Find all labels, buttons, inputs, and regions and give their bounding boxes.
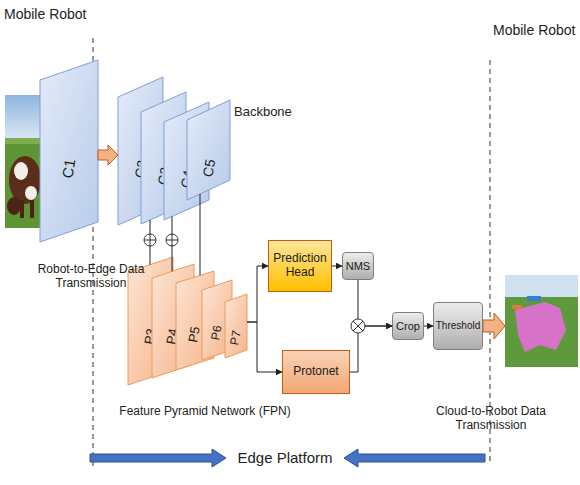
backbone-feature-map: C5 [187, 100, 230, 200]
connector-line [150, 220, 151, 265]
flow-arrow [344, 449, 485, 467]
process-box: Threshold [433, 302, 483, 350]
photo-sky [505, 275, 578, 297]
process-box: NMS [342, 252, 374, 280]
node-text: P5 [186, 325, 203, 343]
connector-line [350, 326, 392, 372]
annotation-label: Backbone [234, 104, 304, 120]
annotation-label: Mobile Robot [4, 6, 94, 23]
node-text: C5 [199, 158, 218, 178]
segmentation-mask [515, 302, 566, 352]
node-text: P6 [209, 325, 225, 342]
output-photo [505, 275, 578, 367]
annotation-label: Robot-to-Edge Data Transmission [36, 262, 146, 291]
flow-arrow [90, 449, 226, 467]
cow-head [7, 197, 21, 215]
cow-leg [30, 200, 34, 218]
connector-line [332, 266, 342, 267]
panel-outline [187, 100, 230, 200]
fpn-feature-map: P7 [225, 294, 247, 358]
product-symbol [351, 319, 365, 333]
node-text: Prediction Head [271, 252, 329, 280]
process-box: Protonet [282, 350, 350, 394]
cow-body [9, 156, 41, 204]
block-arrow [98, 145, 118, 165]
sum-symbol [144, 234, 156, 246]
connector-line [200, 194, 201, 275]
cow-patch [25, 186, 37, 200]
connector-line [424, 326, 433, 327]
connector-line [358, 280, 392, 326]
annotation-label: Feature Pyramid Network (FPN) [95, 404, 315, 418]
annotation-label: Mobile Robot [493, 22, 579, 39]
backbone-feature-map: C1 [40, 60, 98, 242]
node-text: NMS [346, 260, 370, 273]
annotation-label: Cloud-to-Robot Data Transmission [435, 404, 547, 433]
cow-leg [20, 200, 24, 218]
detection-tag [527, 296, 541, 301]
process-box: Prediction Head [268, 240, 332, 292]
detection-tag [512, 305, 522, 309]
process-box: Crop [392, 312, 424, 340]
connector-line [172, 216, 173, 271]
output-arrow [483, 313, 505, 339]
node-text: Protonet [293, 365, 338, 379]
panel-shape [40, 60, 98, 242]
node-text: P7 [228, 330, 244, 347]
connector-line [247, 266, 268, 322]
node-text: Threshold [436, 320, 480, 332]
sum-symbol [166, 234, 178, 246]
annotation-label: Edge Platform [230, 449, 340, 467]
cow-patch [14, 162, 28, 180]
panel-outline [225, 294, 247, 358]
panel-outline [40, 60, 98, 242]
node-text: Crop [396, 320, 420, 333]
connector-line [247, 322, 282, 372]
panel-shape [187, 100, 230, 200]
panel-shape [225, 294, 247, 358]
photo-grass [505, 275, 578, 367]
